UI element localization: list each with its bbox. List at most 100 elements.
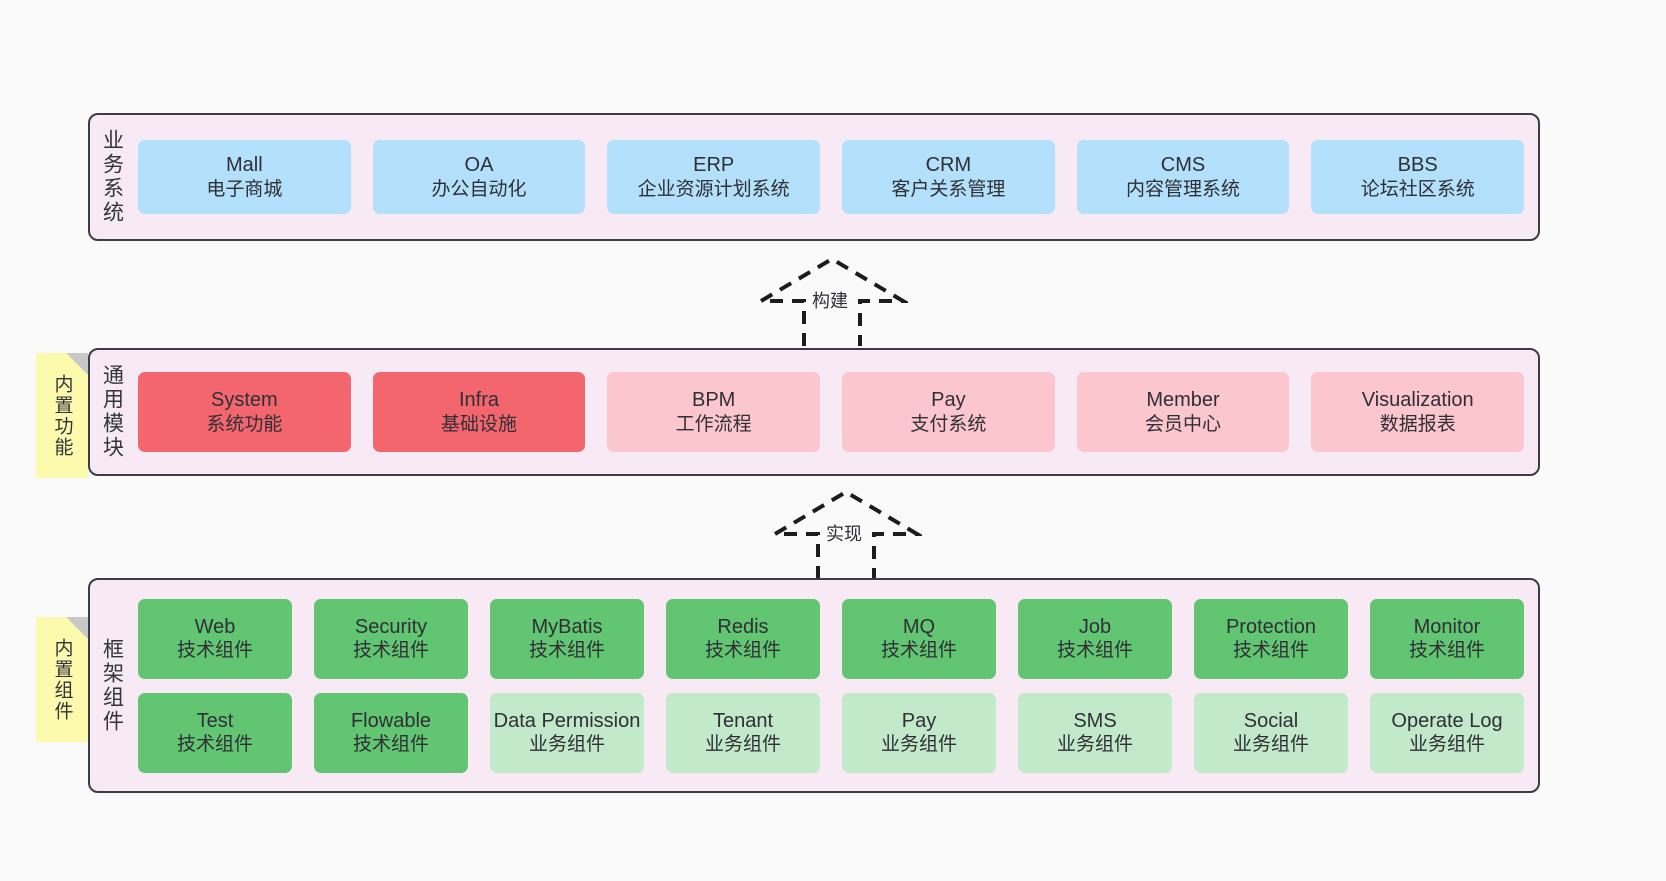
- node-mybatis[interactable]: MyBatis 技术组件: [490, 598, 644, 679]
- connector-implement-arrow: [767, 489, 925, 579]
- node-title: Tenant: [712, 709, 774, 732]
- node-title: SMS: [1073, 709, 1117, 732]
- node-bbs[interactable]: BBS 论坛社区系统: [1311, 140, 1525, 214]
- node-title: Monitor: [1413, 615, 1481, 638]
- node-title: Job: [1078, 615, 1112, 638]
- node-title: MQ: [902, 615, 936, 638]
- node-subtitle: 办公自动化: [431, 178, 527, 200]
- node-oa[interactable]: OA 办公自动化: [372, 140, 586, 214]
- connector-build-arrow: [753, 256, 911, 346]
- dashed-hollow-arrow-icon: [753, 256, 911, 346]
- node-title: Protection: [1225, 615, 1317, 638]
- layer-row: Web 技术组件 Security 技术组件 MyBatis 技术组件 Redi…: [138, 598, 1524, 679]
- node-web[interactable]: Web 技术组件: [138, 598, 292, 679]
- node-title: Infra: [458, 389, 500, 412]
- node-visualization[interactable]: Visualization 数据报表: [1311, 372, 1525, 452]
- layer-row: Test 技术组件 Flowable 技术组件 Data Permission …: [138, 692, 1524, 773]
- node-title: BBS: [1397, 154, 1438, 177]
- note-builtin-component: 内置组件: [36, 617, 88, 742]
- node-title: Web: [194, 615, 236, 638]
- node-subtitle: 企业资源计划系统: [637, 178, 790, 200]
- node-subtitle: 会员中心: [1145, 413, 1222, 435]
- node-operate-log[interactable]: Operate Log 业务组件: [1370, 692, 1524, 773]
- node-title: BPM: [692, 389, 736, 412]
- node-subtitle: 技术组件: [352, 734, 429, 756]
- node-subtitle: 业务组件: [1408, 734, 1485, 756]
- node-title: Redis: [717, 615, 769, 638]
- node-title: CRM: [925, 154, 972, 177]
- connector-implement-label: 实现: [826, 524, 862, 544]
- node-title: Member: [1146, 389, 1220, 412]
- layer-panel-framework-component: 框架组件 Web 技术组件 Security 技术组件 MyBatis 技术组件…: [88, 578, 1540, 793]
- node-subtitle: 电子商城: [206, 178, 283, 200]
- node-subtitle: 客户关系管理: [891, 178, 1006, 200]
- layer-panel-business: 业务系统 Mall 电子商城 OA 办公自动化 ERP 企业资源计划系统 CRM…: [88, 113, 1540, 241]
- node-infra[interactable]: Infra 基础设施: [372, 372, 586, 452]
- node-subtitle: 技术组件: [1056, 640, 1133, 662]
- node-subtitle: 技术组件: [880, 640, 957, 662]
- node-sms[interactable]: SMS 业务组件: [1018, 692, 1172, 773]
- node-test[interactable]: Test 技术组件: [138, 692, 292, 773]
- node-title: Pay: [901, 709, 937, 732]
- node-title: Visualization: [1361, 389, 1474, 412]
- node-protection[interactable]: Protection 技术组件: [1194, 598, 1348, 679]
- node-subtitle: 基础设施: [441, 413, 518, 435]
- node-subtitle: 系统功能: [206, 413, 283, 435]
- node-social[interactable]: Social 业务组件: [1194, 692, 1348, 773]
- layer-row: Mall 电子商城 OA 办公自动化 ERP 企业资源计划系统 CRM 客户关系…: [138, 140, 1525, 214]
- node-mall[interactable]: Mall 电子商城: [138, 140, 351, 214]
- node-subtitle: 内容管理系统: [1126, 178, 1241, 200]
- layer-title-framework-component: 框架组件: [100, 637, 124, 734]
- layer-body-common-module: System 系统功能 Infra 基础设施 BPM 工作流程 Pay 支付系统…: [134, 350, 1538, 474]
- node-erp[interactable]: ERP 企业资源计划系统: [607, 140, 821, 214]
- node-title: Social: [1243, 709, 1299, 732]
- node-subtitle: 业务组件: [704, 734, 781, 756]
- node-subtitle: 技术组件: [704, 640, 781, 662]
- node-pay-component[interactable]: Pay 业务组件: [842, 692, 996, 773]
- node-subtitle: 业务组件: [1232, 734, 1309, 756]
- node-bpm[interactable]: BPM 工作流程: [607, 372, 821, 452]
- node-security[interactable]: Security 技术组件: [314, 598, 468, 679]
- node-subtitle: 支付系统: [910, 413, 987, 435]
- node-subtitle: 工作流程: [675, 413, 752, 435]
- node-redis[interactable]: Redis 技术组件: [666, 598, 820, 679]
- layer-title-business: 业务系统: [100, 129, 124, 225]
- node-title: Security: [354, 615, 428, 638]
- node-subtitle: 技术组件: [1232, 640, 1309, 662]
- node-crm[interactable]: CRM 客户关系管理: [842, 140, 1055, 214]
- node-subtitle: 技术组件: [528, 640, 605, 662]
- dashed-hollow-arrow-icon: [767, 489, 925, 579]
- node-subtitle: 技术组件: [176, 734, 253, 756]
- connector-build-label: 构建: [812, 291, 848, 311]
- node-monitor[interactable]: Monitor 技术组件: [1370, 598, 1524, 679]
- note-fold-corner-icon: [66, 353, 88, 375]
- node-subtitle: 业务组件: [528, 734, 605, 756]
- node-subtitle: 技术组件: [1408, 640, 1485, 662]
- node-subtitle: 业务组件: [1056, 734, 1133, 756]
- node-mq[interactable]: MQ 技术组件: [842, 598, 996, 679]
- note-label: 内置功能: [51, 373, 73, 458]
- node-job[interactable]: Job 技术组件: [1018, 598, 1172, 679]
- node-pay-module[interactable]: Pay 支付系统: [842, 372, 1055, 452]
- node-subtitle: 技术组件: [176, 640, 253, 662]
- layer-row: System 系统功能 Infra 基础设施 BPM 工作流程 Pay 支付系统…: [138, 372, 1525, 452]
- node-cms[interactable]: CMS 内容管理系统: [1076, 140, 1290, 214]
- node-member[interactable]: Member 会员中心: [1076, 372, 1290, 452]
- node-subtitle: 论坛社区系统: [1360, 178, 1475, 200]
- node-system[interactable]: System 系统功能: [138, 372, 351, 452]
- layer-title-common-module: 通用模块: [100, 364, 124, 460]
- node-title: MyBatis: [531, 615, 603, 638]
- node-title: System: [210, 389, 278, 412]
- note-label: 内置组件: [51, 637, 73, 722]
- node-data-permission[interactable]: Data Permission 业务组件: [490, 692, 644, 773]
- layer-body-business: Mall 电子商城 OA 办公自动化 ERP 企业资源计划系统 CRM 客户关系…: [134, 115, 1538, 239]
- node-title: ERP: [693, 154, 735, 177]
- node-flowable[interactable]: Flowable 技术组件: [314, 692, 468, 773]
- node-tenant[interactable]: Tenant 业务组件: [666, 692, 820, 773]
- node-title: CMS: [1160, 154, 1206, 177]
- node-subtitle: 技术组件: [352, 640, 429, 662]
- node-title: Operate Log: [1391, 709, 1503, 732]
- node-title: Flowable: [350, 709, 432, 732]
- layer-panel-common-module: 通用模块 System 系统功能 Infra 基础设施 BPM 工作流程 Pay…: [88, 348, 1540, 476]
